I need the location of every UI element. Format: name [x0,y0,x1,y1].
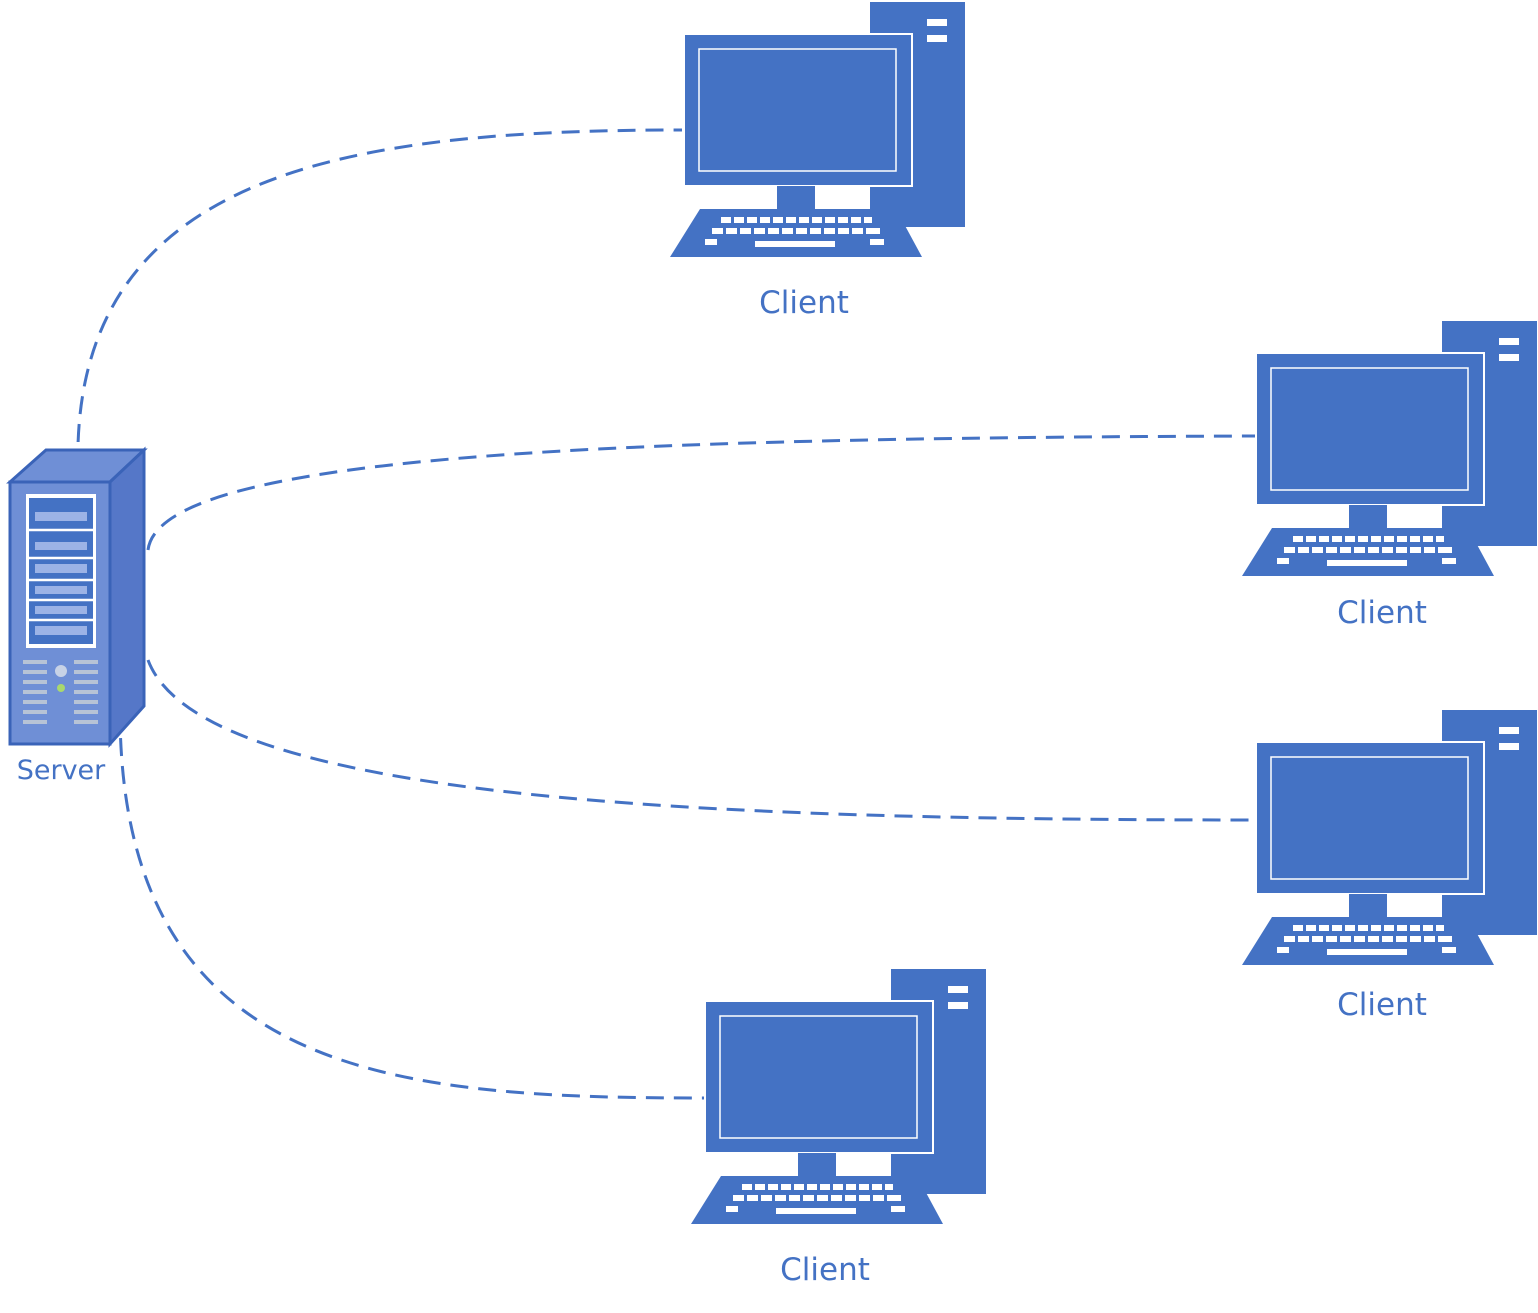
connector-server-client-1 [76,128,683,471]
client-label-3: Client [1337,987,1427,1023]
client-label-1: Client [759,285,849,321]
desktop-computer-icon-3 [1241,709,1538,966]
client-label-2: Client [1337,595,1427,631]
desktop-computer-icon-2 [1241,320,1538,577]
connector-server-client-2 [146,434,1259,551]
connector-server-client-3 [146,659,1259,822]
server-label: Server [16,755,106,786]
desktop-computer-icon-1 [669,1,966,258]
server-tower-icon [6,446,148,748]
client-label-4: Client [780,1252,870,1288]
connector-server-client-4 [118,709,707,1100]
desktop-computer-icon-4 [690,968,987,1225]
